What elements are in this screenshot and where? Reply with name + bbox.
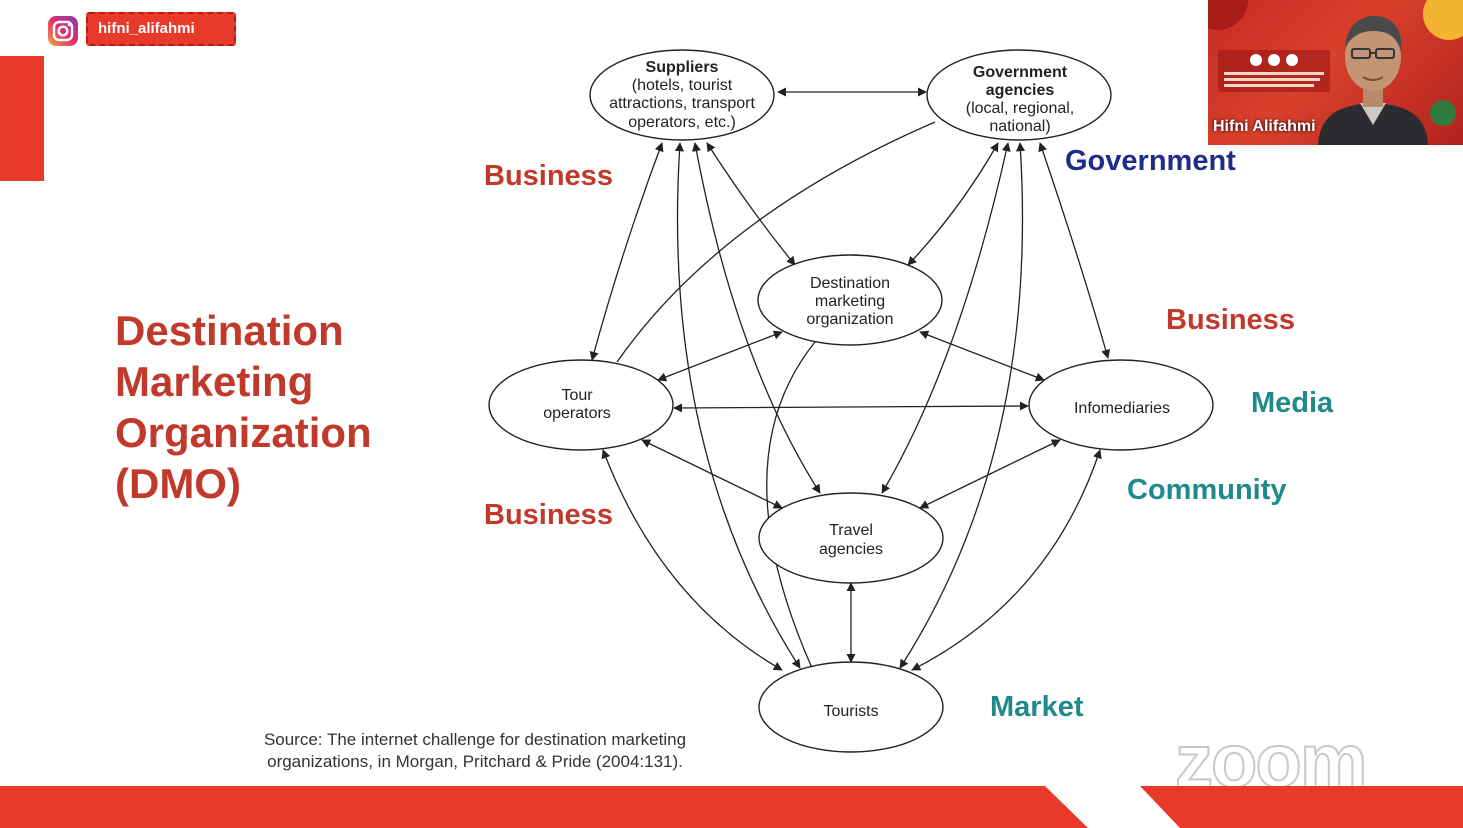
suppliers-title: Suppliers (646, 59, 719, 76)
source-line: Source: The internet challenge for desti… (263, 730, 687, 749)
diagram-edges (589, 87, 1111, 671)
edge (673, 401, 1029, 413)
instagram-icon (46, 14, 80, 48)
bottom-bar-right (1140, 786, 1463, 828)
participant-name: Hifni Alifahmi (1213, 118, 1316, 135)
edge (657, 330, 783, 382)
suppliers-line: attractions, transport (609, 95, 755, 112)
event-banner (1218, 50, 1330, 92)
infomediaries-line: Infomediaries (1074, 400, 1170, 417)
edge (674, 142, 801, 669)
government-title: Government (973, 64, 1068, 81)
dmo-line: marketing (815, 293, 885, 310)
left-accent-strip (0, 56, 44, 181)
government-title: agencies (986, 82, 1055, 99)
edge (919, 330, 1045, 382)
bottom-bar-left (0, 786, 1088, 828)
node-infomediaries (1028, 359, 1214, 451)
node-tourists (758, 661, 944, 753)
source-line: organizations, in Morgan, Pritchard & Pr… (267, 752, 683, 771)
category-business-bottom: Business (484, 499, 613, 531)
title-line: Organization (115, 409, 372, 456)
participant-avatar (1318, 15, 1428, 145)
decorative-circle (1430, 100, 1456, 126)
node-government-agencies (926, 49, 1112, 141)
tour-operators-line: Tour (561, 387, 593, 404)
title-line: Marketing (115, 358, 314, 405)
dmo-line: Destination (810, 275, 890, 292)
government-line: (local, regional, (966, 100, 1075, 117)
edge (919, 439, 1061, 509)
node-tour-operators (488, 359, 674, 451)
participant-video[interactable]: Hifni Alifahmi (1208, 0, 1463, 145)
node-travel-agencies (758, 492, 944, 584)
instagram-handle: hifni_alifahmi (86, 12, 236, 46)
suppliers-line: (hotels, tourist (632, 77, 733, 94)
tour-operators-line: operators (543, 405, 611, 422)
category-business-right: Business (1166, 304, 1295, 336)
category-community: Community (1127, 474, 1287, 506)
source-citation: Source: The internet challenge for desti… (215, 729, 735, 773)
edge (616, 121, 936, 363)
node-suppliers (589, 49, 775, 141)
edge (601, 449, 783, 671)
bottom-accent-bar (0, 786, 1463, 828)
edge (641, 439, 783, 509)
category-market: Market (990, 691, 1084, 723)
government-line: national) (989, 118, 1050, 135)
category-media: Media (1251, 387, 1334, 419)
title-line: Destination (115, 307, 344, 354)
title-line: (DMO) (115, 460, 241, 507)
edge (589, 142, 664, 361)
tourists-line: Tourists (823, 703, 878, 720)
travel-agencies-line: agencies (819, 541, 883, 558)
node-destination-marketing-organization (757, 254, 943, 346)
edge (907, 142, 999, 266)
dmo-line: organization (806, 311, 893, 328)
travel-agencies-line: Travel (829, 522, 873, 539)
suppliers-line: operators, etc.) (628, 114, 736, 131)
edge (911, 449, 1102, 671)
slide-title: Destination Marketing Organization (DMO) (115, 305, 372, 509)
edge (1038, 142, 1111, 359)
